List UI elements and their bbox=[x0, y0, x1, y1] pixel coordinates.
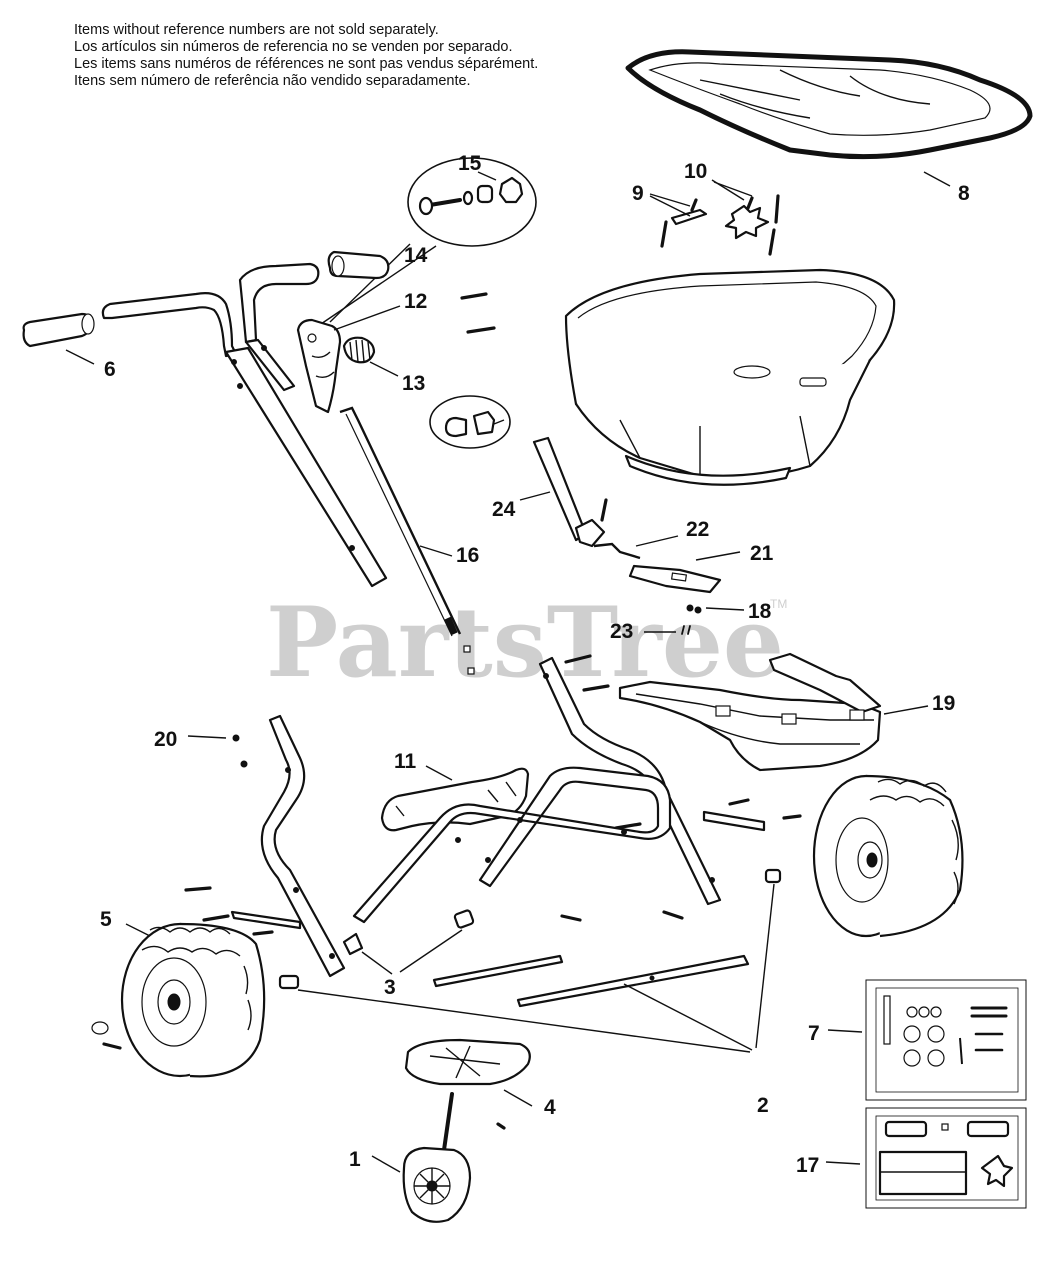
callout-1: 1 bbox=[349, 1148, 361, 1171]
watermark: PartsTree TM bbox=[266, 586, 787, 699]
callout-10: 10 bbox=[684, 160, 707, 183]
part-23-clips[interactable] bbox=[644, 625, 691, 635]
callout-15: 15 bbox=[458, 152, 482, 175]
lower-frame[interactable] bbox=[352, 766, 672, 924]
callout-22: 22 bbox=[686, 518, 709, 541]
axle-brackets[interactable] bbox=[230, 810, 766, 930]
part-3-bushings[interactable] bbox=[342, 909, 475, 975]
part-17-service-kit[interactable] bbox=[825, 1107, 1027, 1209]
part-2-axle[interactable] bbox=[278, 868, 782, 1053]
callout-2: 2 bbox=[757, 1094, 769, 1117]
part-6-grips[interactable] bbox=[22, 250, 390, 365]
leader-14b bbox=[329, 243, 411, 323]
left-leg[interactable] bbox=[260, 714, 346, 978]
callout-13: 13 bbox=[402, 372, 425, 395]
part-1-gearbox[interactable] bbox=[371, 1092, 472, 1223]
part-22-link[interactable] bbox=[593, 535, 679, 560]
part-12-control-bracket[interactable] bbox=[296, 305, 401, 414]
part-5-left-wheel[interactable] bbox=[91, 922, 266, 1078]
loose-bolts[interactable] bbox=[102, 292, 802, 1130]
part-18-nuts[interactable] bbox=[686, 604, 745, 614]
callout-12: 12 bbox=[404, 290, 427, 313]
callout-9: 9 bbox=[632, 182, 644, 205]
part-11-axle-bracket[interactable] bbox=[380, 765, 530, 832]
right-frame-tube[interactable] bbox=[538, 656, 722, 906]
callout-7: 7 bbox=[808, 1022, 820, 1045]
part-20-nuts[interactable] bbox=[187, 734, 248, 768]
part-4-impeller[interactable] bbox=[404, 1038, 533, 1107]
callout-17: 17 bbox=[796, 1154, 819, 1177]
part-21-shutoff-plate[interactable] bbox=[628, 551, 741, 594]
part-24-gate-arm[interactable] bbox=[519, 436, 606, 548]
callout-6: 6 bbox=[104, 358, 116, 381]
callout-11: 11 bbox=[394, 750, 417, 773]
part-7-hardware-kit[interactable] bbox=[827, 979, 1027, 1101]
callout-14: 14 bbox=[404, 244, 428, 267]
callout-3: 3 bbox=[384, 976, 396, 999]
leader-14 bbox=[317, 245, 437, 327]
callout-8: 8 bbox=[958, 182, 970, 205]
part-15-detail-bubble[interactable] bbox=[407, 157, 537, 247]
note-spanish: Los artículos sin números de referencia … bbox=[74, 39, 513, 55]
callout-21: 21 bbox=[750, 542, 774, 565]
handle-frame[interactable] bbox=[101, 262, 388, 588]
part-19-deflector[interactable] bbox=[618, 652, 929, 772]
hopper[interactable] bbox=[564, 268, 896, 486]
note-french: Les items sans numéros de références ne … bbox=[74, 56, 539, 72]
watermark-trademark: TM bbox=[770, 597, 787, 611]
part-16-control-rod[interactable] bbox=[339, 406, 475, 675]
callout-19: 19 bbox=[932, 692, 955, 715]
note-english: Items without reference numbers are not … bbox=[74, 22, 439, 38]
part-9-10-agitator[interactable] bbox=[649, 179, 780, 256]
part-8-hopper-cover[interactable] bbox=[625, 49, 1033, 187]
watermark-text: PartsTree bbox=[266, 586, 784, 699]
callout-16: 16 bbox=[456, 544, 479, 567]
callout-20: 20 bbox=[154, 728, 177, 751]
callout-4: 4 bbox=[544, 1096, 556, 1119]
callout-18: 18 bbox=[748, 600, 772, 623]
callout-23: 23 bbox=[610, 620, 633, 643]
part-13-control-knob[interactable] bbox=[342, 336, 511, 449]
callout-labels: 1 2 3 4 5 6 7 8 9 10 11 12 13 14 15 16 1… bbox=[100, 152, 970, 1177]
note-portuguese: Itens sem número de referência não vendi… bbox=[74, 73, 471, 89]
right-wheel[interactable] bbox=[812, 774, 964, 938]
disclaimer-notes: Items without reference numbers are not … bbox=[74, 22, 538, 90]
callout-5: 5 bbox=[100, 908, 112, 931]
callout-24: 24 bbox=[492, 498, 516, 521]
